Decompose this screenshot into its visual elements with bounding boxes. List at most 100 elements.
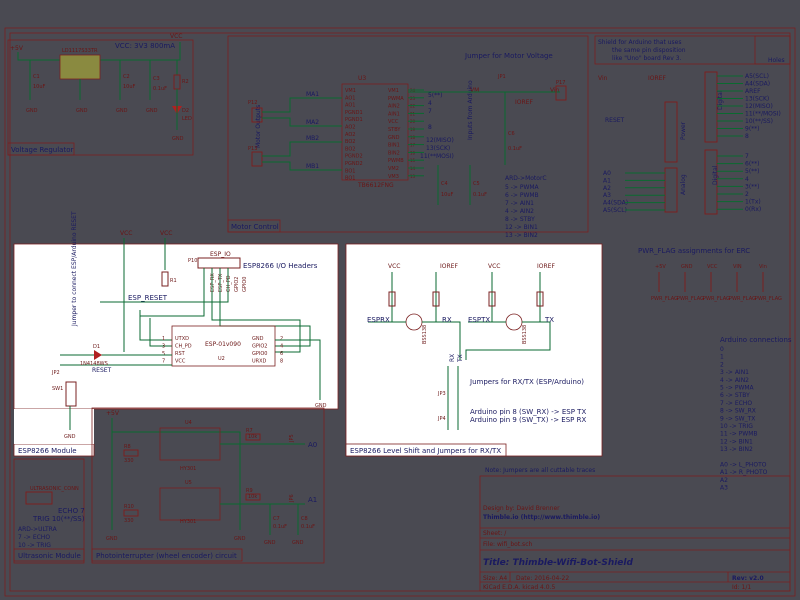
trig-net: TRIG 10(**/SS) — [32, 515, 85, 523]
net-ma1: MA1 — [306, 91, 319, 98]
jumper-rx: Arduino pin 8 (SW_RX) -> ESP TX — [470, 408, 586, 416]
r8-val: 330 — [124, 458, 134, 464]
connection-row-0: 0 — [720, 346, 724, 353]
jumper-tx: Arduino pin 9 (SW_TX) -> ESP RX — [470, 416, 586, 424]
motor-map-3: 4 -> AIN2 — [505, 208, 534, 215]
sheet-border — [4, 27, 796, 597]
gnd-label-3: GND — [116, 108, 128, 114]
d1-value: 1N4148WS — [80, 361, 108, 367]
p10-ref: P10 — [188, 258, 197, 264]
shield-digital-bot-label-7: 0(Rx) — [745, 206, 761, 213]
motor-ic-right-pin-2: AIN2 — [388, 104, 400, 110]
esp-jumper-text: Jumper to connect ESP/Arduino RESET — [71, 211, 78, 327]
a1-net: A1 — [308, 496, 317, 504]
esp-io-pin-2: CH_PD — [226, 275, 232, 292]
analog-header — [664, 167, 678, 213]
resistor-r1 — [161, 271, 169, 287]
shield-digital-bot-label-4: 3(**) — [745, 183, 760, 190]
c6-value: 0.1uF — [508, 146, 522, 152]
photointerrupter-block: Photointerrupter (wheel encoder) circuit… — [91, 407, 325, 564]
esprx-net: ESPRX — [367, 316, 390, 324]
digital-header-top — [704, 71, 718, 143]
connection-row-7: 7 -> ECHO — [720, 400, 752, 407]
c3-value: 0.1uF — [153, 86, 167, 92]
jp4-ref: JP4 — [437, 416, 446, 422]
motor-ic-left-pin-3: PGND1 — [345, 110, 363, 116]
connection-row-18: A3 — [720, 485, 728, 492]
resistor-r5 — [488, 291, 496, 307]
connection-row-9: 9 -> SW_TX — [720, 415, 755, 422]
id-text: Id: 1/1 — [732, 584, 751, 591]
pwr-flag-label-4: PWR_FLAG — [755, 296, 782, 302]
photo-gnd-3: GND — [264, 540, 276, 546]
c2-value: 10uF — [123, 84, 136, 90]
shield-digital-bot-label-0: 7 — [745, 153, 749, 160]
connection-row-1: 1 — [720, 354, 724, 361]
reset-switch-sw1[interactable] — [65, 381, 77, 407]
shield-digital-bot-label-5: 2 — [745, 191, 749, 198]
pwr-flag-label-2: PWR_FLAG — [703, 296, 730, 302]
c3-ref: C3 — [153, 76, 160, 82]
ls-ioref-2: IOREF — [537, 263, 555, 270]
p17-ref: P17 — [556, 80, 565, 86]
r7-ref: R7 — [246, 428, 253, 434]
pwr-flag-net-0: +5V — [655, 264, 666, 270]
resistor-r3 — [388, 291, 396, 307]
ultrasonic-conn: ULTRASONIC_CONN — [30, 486, 79, 492]
ls-vcc-2: VCC — [488, 263, 500, 270]
u3-ref: U3 — [358, 75, 366, 82]
size-text: Size: A4 — [483, 575, 507, 582]
photo-gnd-1: GND — [106, 536, 118, 542]
site-text: Thimble.io (http://www.thimble.io) — [483, 514, 600, 521]
pwr-flag-label-3: PWR_FLAG — [729, 296, 756, 302]
jp5-ref: JP5 — [289, 434, 295, 443]
pwr-flag-net-3: VIN — [733, 264, 742, 270]
d1-ref: D1 — [93, 344, 100, 350]
ls-ioref-1: IOREF — [440, 263, 458, 270]
motor-ic-left-pin-8: BO2 — [345, 146, 355, 152]
motor-ic-right-pin-6: GND — [388, 135, 400, 141]
motor-ic-right-pin-3: AIN1 — [388, 111, 400, 117]
file-text: File: wifi_bot.sch — [483, 541, 532, 548]
shield-reset: RESET — [605, 117, 625, 124]
vplus-label: +5V — [10, 45, 24, 52]
r10-ref: R10 — [124, 504, 134, 510]
ultrasonic-label: Ultrasonic Module — [18, 552, 81, 560]
esp-module-right-num-1: 4 — [280, 344, 283, 350]
motor-ic-left-pin-4: PGND1 — [345, 117, 363, 123]
shield-analog-label-4: A4(SDA) — [603, 200, 628, 207]
motor-a-connector — [251, 107, 263, 123]
c4-ref: C4 — [441, 181, 448, 187]
motor-map-5: 12 -> BIN1 — [505, 224, 538, 231]
net-ma2: MA2 — [306, 119, 319, 126]
c1-value: 10uF — [33, 84, 46, 90]
esp-reset-net: ESP_RESET — [128, 294, 168, 302]
r10-val: 330 — [124, 518, 134, 524]
r9-ref: R9 — [246, 488, 253, 494]
motor-sig-5: 5(**) — [428, 92, 443, 99]
connection-row-3: 3 -> AIN1 — [720, 369, 749, 376]
u5-ref: U5 — [185, 480, 192, 486]
ultra-map-0: ARD->ULTRA — [18, 526, 58, 533]
motor-control-block: Motor Control Jumper for Motor Voltage M… — [227, 35, 589, 239]
motor-ic-right-pin-9: PWMB — [388, 158, 404, 164]
u4-ref: U4 — [185, 420, 192, 426]
diode-d1-icon — [94, 350, 102, 360]
esptx-net: ESPTX — [468, 316, 490, 324]
shield-desc-0: Shield for Arduino that uses — [598, 39, 681, 46]
title-text: Title: Thimble-Wifi-Bot-Shield — [483, 558, 633, 568]
c7-ref: C7 — [273, 516, 280, 522]
power-header — [664, 101, 678, 163]
echo-net: ECHO 7 — [58, 507, 85, 515]
holes-label: Holes — [768, 57, 785, 64]
motor-sig-13: 13(SCK) — [426, 145, 450, 152]
esp-io-header — [197, 257, 241, 269]
jp2-ref: JP2 — [51, 370, 60, 376]
motor-map-1: 6 -> PWMB — [505, 192, 539, 199]
esp-io-pin-4: GPIO0 — [242, 277, 248, 292]
vm-label: VM — [470, 87, 479, 94]
esp-module-left-pin-1: CH_PD — [175, 344, 192, 350]
resistor-r4 — [432, 291, 440, 307]
u5-part: HY301 — [180, 519, 196, 525]
